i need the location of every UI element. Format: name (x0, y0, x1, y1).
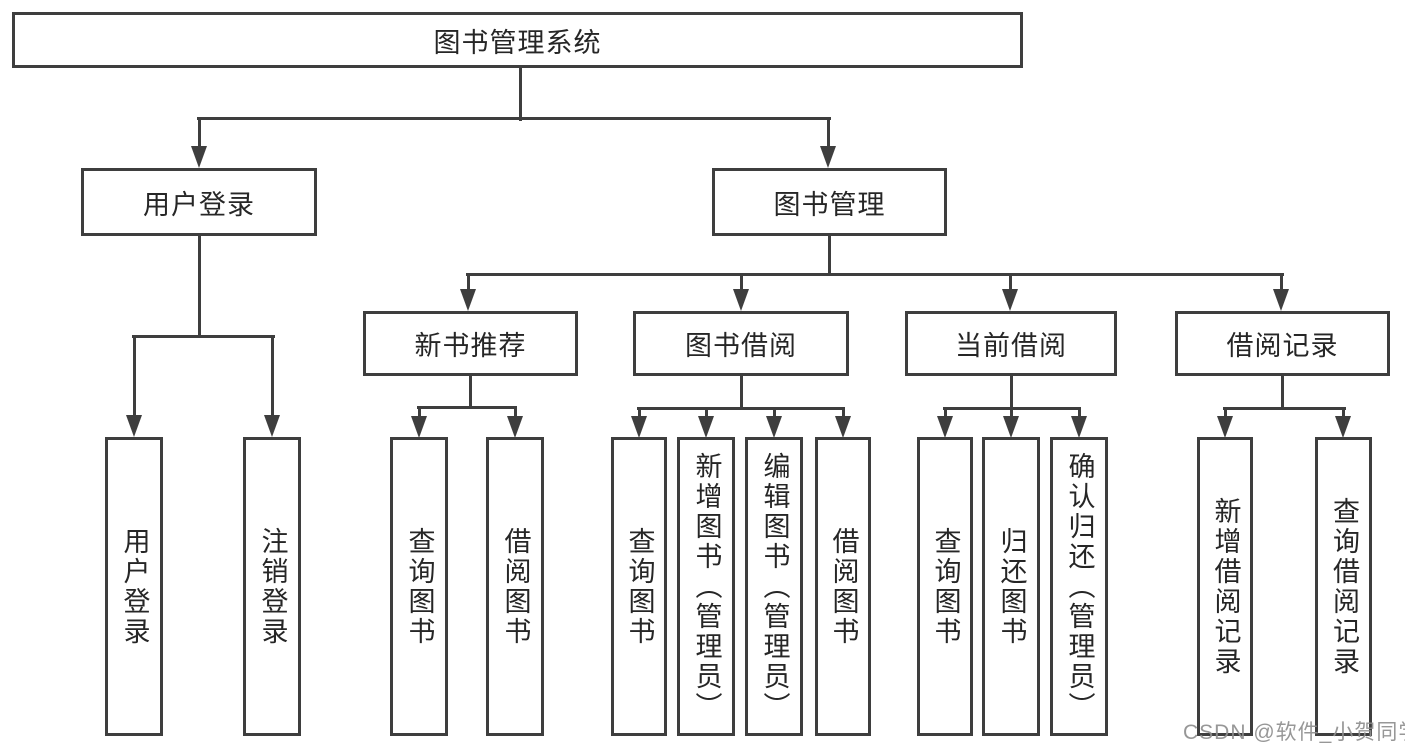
leaf-confirm-return-label: 确认归还（管理员） (1064, 451, 1095, 722)
connector-stub-line (739, 375, 743, 410)
connector-arrow-shaft (417, 406, 421, 418)
node-borrow-record-label: 借阅记录 (1226, 331, 1339, 361)
connector-arrow-shaft (1341, 407, 1345, 418)
connector-stub-line (518, 68, 522, 121)
leaf-add-book: 新增图书（管理员） (677, 437, 735, 736)
connector-arrow-shaft (1009, 407, 1013, 418)
leaf-edit-book-label: 编辑图书（管理员） (759, 451, 790, 722)
connector-arrow-shaft (704, 407, 708, 418)
connector-rail-line (132, 335, 275, 338)
node-new-book-rec-label: 新书推荐 (414, 331, 527, 361)
node-root: 图书管理系统 (12, 12, 1023, 68)
leaf-query-record: 查询借阅记录 (1315, 437, 1372, 736)
node-borrow-record: 借阅记录 (1175, 311, 1390, 376)
connector-arrow-shaft (772, 407, 776, 418)
connector-rail-line (637, 407, 845, 410)
leaf-borrow-book-2-label: 借阅图书 (828, 526, 859, 647)
node-book-mgmt: 图书管理 (712, 168, 947, 236)
leaf-query-book-2: 查询图书 (611, 437, 667, 736)
leaf-edit-book: 编辑图书（管理员） (745, 437, 803, 736)
leaf-add-book-label: 新增图书（管理员） (691, 451, 722, 722)
arrowhead-down-icon (411, 416, 427, 438)
node-book-borrow-label: 图书借阅 (685, 331, 797, 361)
leaf-logout-label: 注销登录 (257, 526, 288, 647)
node-current-borrow: 当前借阅 (905, 311, 1117, 376)
leaf-user-login: 用户登录 (105, 437, 163, 736)
connector-rail-line (417, 406, 517, 409)
connector-arrow-shaft (1077, 407, 1081, 418)
leaf-user-login-label: 用户登录 (119, 526, 150, 647)
connector-arrow-shaft (943, 407, 947, 418)
connector-arrow-shaft (739, 273, 743, 291)
connector-stub-line (197, 236, 201, 338)
connector-rail-line (1223, 407, 1346, 410)
arrowhead-down-icon (1002, 289, 1018, 311)
arrowhead-down-icon (1217, 416, 1233, 438)
connector-arrow-shaft (197, 117, 201, 148)
connector-arrow-shaft (637, 407, 641, 418)
connector-arrow-shaft (826, 117, 830, 148)
connector-stub-line (1280, 375, 1284, 410)
connector-stub-line (1009, 375, 1013, 410)
connector-arrow-shaft (513, 406, 517, 418)
leaf-borrow-book-2: 借阅图书 (815, 437, 871, 736)
leaf-query-book-3: 查询图书 (917, 437, 973, 736)
connector-rail-line (197, 117, 831, 120)
arrowhead-down-icon (264, 415, 280, 437)
watermark: CSDN @软件_小贺同学 (1183, 721, 1405, 744)
connector-arrow-shaft (1008, 273, 1012, 291)
arrowhead-down-icon (126, 415, 142, 437)
leaf-return-book-label: 归还图书 (996, 526, 1027, 647)
arrowhead-down-icon (631, 416, 647, 438)
arrowhead-down-icon (937, 416, 953, 438)
arrowhead-down-icon (191, 146, 207, 168)
arrowhead-down-icon (698, 416, 714, 438)
leaf-query-book-1-label: 查询图书 (404, 526, 435, 647)
arrowhead-down-icon (1273, 289, 1289, 311)
leaf-query-book-2-label: 查询图书 (624, 526, 655, 647)
arrowhead-down-icon (1003, 416, 1019, 438)
node-root-label: 图书管理系统 (433, 27, 602, 58)
leaf-confirm-return: 确认归还（管理员） (1050, 437, 1108, 736)
connector-rail-line (466, 273, 1284, 276)
arrowhead-down-icon (766, 416, 782, 438)
arrowhead-down-icon (1071, 416, 1087, 438)
connector-stub-line (468, 375, 472, 409)
arrowhead-down-icon (820, 146, 836, 168)
leaf-borrow-book-1-label: 借阅图书 (500, 526, 531, 647)
node-book-mgmt-label: 图书管理 (773, 189, 886, 220)
leaf-return-book: 归还图书 (982, 437, 1040, 736)
leaf-logout: 注销登录 (243, 437, 301, 736)
arrowhead-down-icon (1335, 416, 1351, 438)
connector-arrow-shaft (841, 407, 845, 418)
connector-arrow-shaft (270, 335, 274, 417)
node-user-login-label: 用户登录 (143, 189, 255, 220)
connector-stub-line (827, 236, 831, 276)
leaf-query-book-3-label: 查询图书 (930, 526, 961, 647)
connector-arrow-shaft (132, 335, 136, 417)
node-new-book-rec: 新书推荐 (363, 311, 578, 376)
leaf-borrow-book-1: 借阅图书 (486, 437, 544, 736)
leaf-add-record-label: 新增借阅记录 (1210, 496, 1241, 677)
connector-arrow-shaft (1279, 273, 1283, 291)
node-user-login: 用户登录 (81, 168, 317, 236)
node-current-borrow-label: 当前借阅 (955, 331, 1067, 361)
arrowhead-down-icon (733, 289, 749, 311)
connector-arrow-shaft (466, 273, 470, 291)
arrowhead-down-icon (507, 416, 523, 438)
leaf-add-record: 新增借阅记录 (1197, 437, 1253, 736)
arrowhead-down-icon (835, 416, 851, 438)
connector-arrow-shaft (1223, 407, 1227, 418)
node-book-borrow: 图书借阅 (633, 311, 849, 376)
leaf-query-record-label: 查询借阅记录 (1329, 496, 1359, 677)
arrowhead-down-icon (460, 289, 476, 311)
leaf-query-book-1: 查询图书 (390, 437, 448, 736)
